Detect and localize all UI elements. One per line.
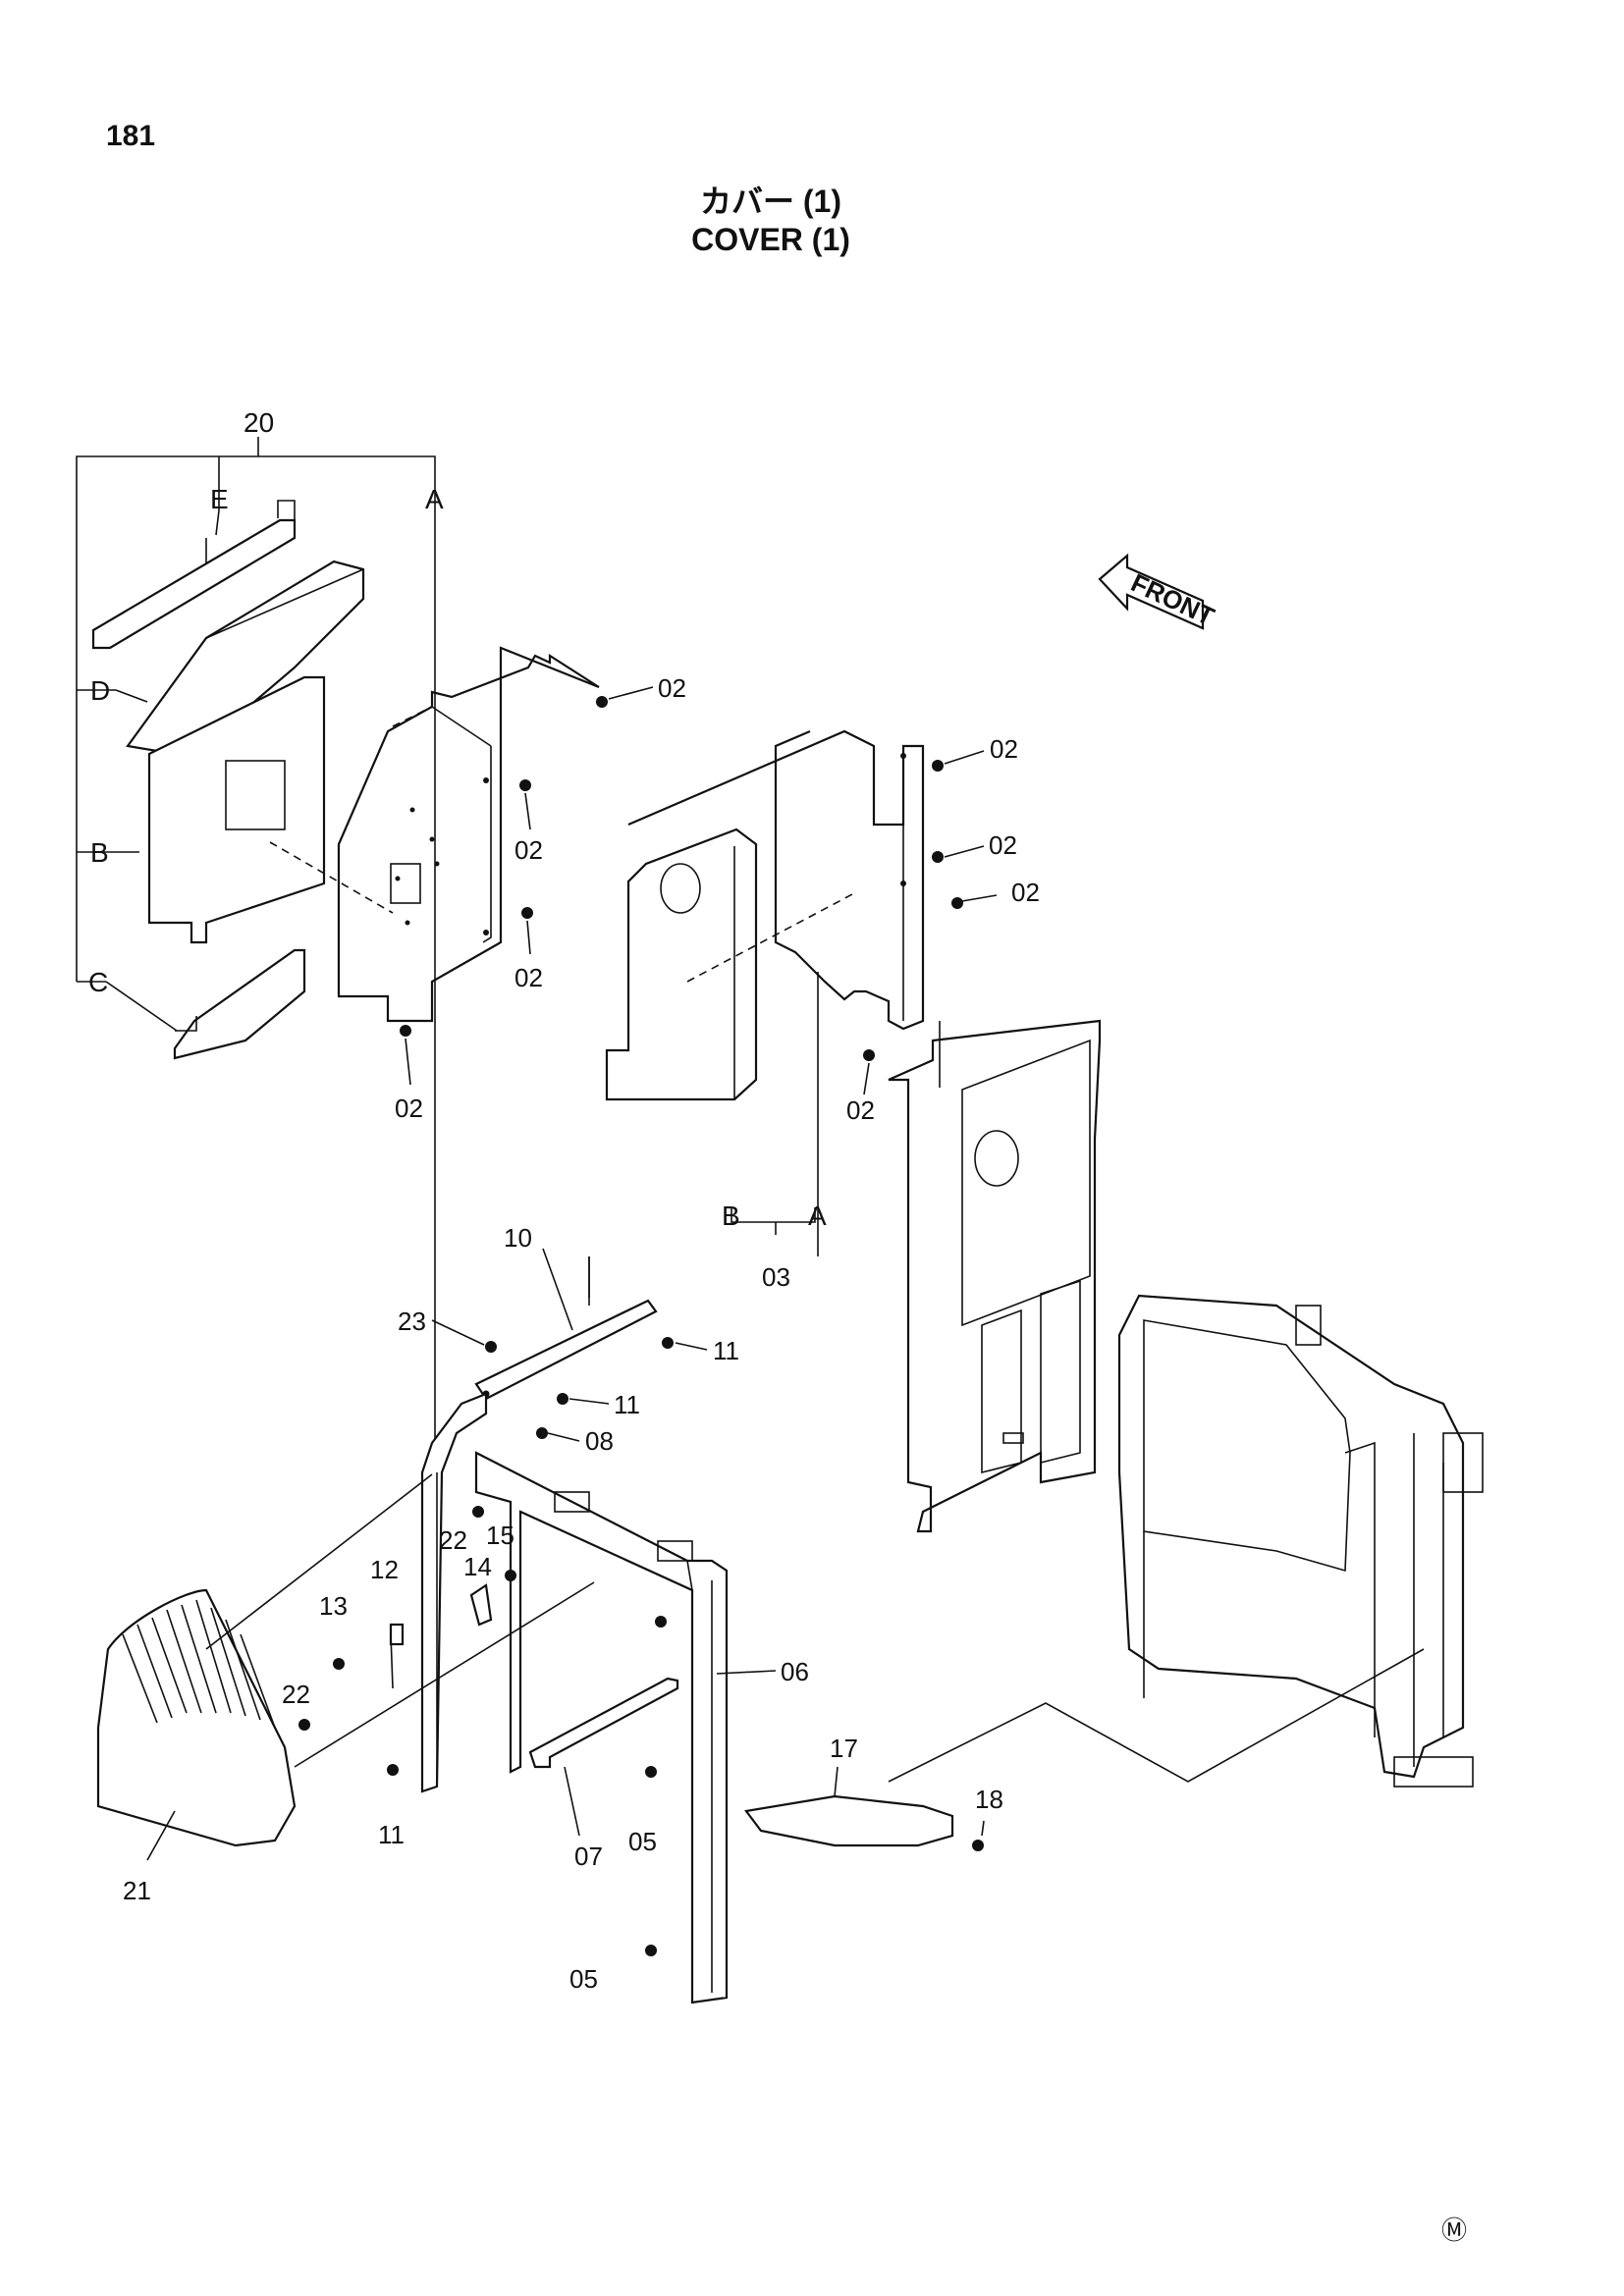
bolt-18: [972, 1840, 984, 1851]
leader-lines: [390, 686, 998, 1837]
callout-02-g: 02: [1011, 878, 1040, 907]
bolt-23: [485, 1341, 497, 1353]
callout-18: 18: [975, 1785, 1003, 1814]
callout-06: 06: [781, 1657, 809, 1686]
callout-02-a: 02: [658, 673, 686, 703]
callout-05-a: 05: [628, 1827, 657, 1856]
bolt-22-a: [472, 1506, 484, 1518]
bolt-11-b: [557, 1393, 568, 1405]
rear-cover-panel: [888, 1019, 1102, 1533]
page-number: 181: [106, 120, 156, 152]
bolt-22-b: [298, 1719, 310, 1731]
callout-11-a: 11: [713, 1336, 739, 1365]
part-10-bracket: [474, 1248, 658, 1401]
callout-10: 10: [504, 1223, 532, 1253]
part-e-strip: [91, 500, 297, 650]
bolt-02-a: [596, 696, 608, 708]
callout-05-b: 05: [569, 1964, 598, 1994]
part-11-vertical-bar: [420, 1392, 488, 1793]
callout-21: 21: [123, 1876, 151, 1905]
callout-08: 08: [585, 1426, 614, 1456]
part-17-stay: [744, 1648, 1425, 1847]
group-20-bracket: [76, 437, 436, 1620]
callout-02-d: 02: [395, 1094, 423, 1123]
callout-a-03: A: [808, 1201, 827, 1231]
part-14-clip: [469, 1583, 493, 1627]
radiator-assembly: [1117, 1294, 1484, 1788]
main-side-panel: [337, 646, 600, 1023]
bolt-02-c: [521, 907, 533, 919]
part-07-bracket: [528, 1677, 679, 1837]
callout-20: 20: [244, 407, 274, 438]
callout-d: D: [90, 675, 110, 706]
callout-b-left: B: [90, 837, 109, 868]
bolt-05-a: [645, 1766, 657, 1778]
part-c-block: [105, 948, 306, 1060]
callout-02-e: 02: [990, 734, 1018, 764]
bolt-02-g: [951, 897, 963, 909]
bolt-08: [536, 1427, 548, 1439]
callout-22-b: 22: [282, 1680, 310, 1709]
callout-02-h: 02: [846, 1095, 875, 1125]
callout-02-f: 02: [989, 830, 1017, 860]
bolt-13: [333, 1658, 345, 1670]
callout-13: 13: [319, 1591, 348, 1621]
part-06-frame: [474, 1451, 777, 2004]
bolt-15: [505, 1570, 516, 1581]
callout-15: 15: [486, 1521, 514, 1550]
bolt-06-top: [655, 1616, 667, 1628]
callout-12: 12: [370, 1555, 399, 1584]
part-03-a-frame: [627, 729, 941, 1256]
callout-02-b: 02: [514, 835, 543, 865]
callout-11-b: 11: [614, 1390, 640, 1419]
callout-17: 17: [830, 1734, 858, 1763]
callout-14: 14: [463, 1552, 492, 1581]
bolt-02-h: [863, 1049, 875, 1061]
part-21-grille: [96, 1473, 595, 1861]
front-label: FRONT: [1126, 567, 1218, 631]
callout-22-a: 22: [439, 1525, 467, 1555]
part-12-clip: [389, 1623, 405, 1646]
callout-02-c: 02: [514, 963, 543, 992]
callout-11-c: 11: [378, 1820, 405, 1849]
callout-a-top: A: [425, 484, 444, 514]
bolt-11-a: [662, 1337, 674, 1349]
callout-23: 23: [398, 1307, 426, 1336]
bolt-11-c: [387, 1764, 399, 1776]
callout-b-03: B: [722, 1201, 740, 1231]
callout-c: C: [88, 967, 108, 997]
page-title-japanese: カバー (1): [699, 184, 841, 219]
bolt-05-b: [645, 1945, 657, 1956]
part-b-pad: [147, 675, 394, 944]
callout-03: 03: [762, 1262, 790, 1292]
page-title-english: COVER (1): [691, 222, 850, 257]
bolt-02-f: [932, 851, 944, 863]
callout-07: 07: [574, 1842, 603, 1871]
bolt-02-b: [519, 779, 531, 791]
corner-mark: Ⓜ: [1441, 2216, 1468, 2245]
bolt-02-d: [400, 1025, 411, 1037]
callout-labels: 20 E A D B C 02 02 02 02 02 02 02 02 B A…: [88, 407, 1040, 1994]
front-direction-arrow: FRONT: [1098, 553, 1218, 631]
callout-e: E: [210, 484, 229, 514]
part-03-b-panel: [605, 828, 855, 1101]
bolt-fasteners: [298, 696, 984, 1956]
bolt-02-e: [932, 760, 944, 772]
